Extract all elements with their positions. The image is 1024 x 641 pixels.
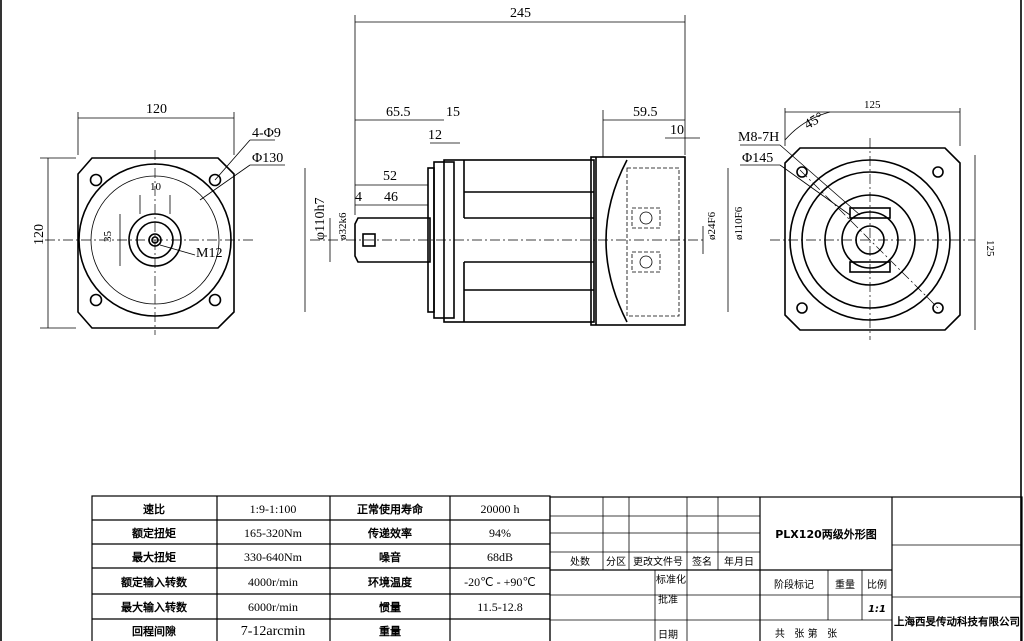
spec-row: 最大输入转数 6000r/min 惯量 11.5-12.8 <box>121 600 523 614</box>
dim-bore-dia: ø24F6 <box>706 211 718 240</box>
spec-value: 4000r/min <box>248 575 298 589</box>
dim-12: 12 <box>428 128 442 143</box>
rev-header-doc: 更改文件号 <box>633 555 683 568</box>
scale-value: 1:1 <box>868 604 886 615</box>
dim-4: 4 <box>355 190 362 205</box>
date-label: 日期 <box>658 629 678 641</box>
dim-10: 10 <box>670 123 684 138</box>
dim-rear-thread: M8-7H <box>738 130 779 145</box>
side-view <box>304 15 729 326</box>
rev-header-sign: 签名 <box>692 555 712 568</box>
spec-table <box>91 495 551 641</box>
dim-width: 120 <box>146 102 167 117</box>
spec-label: 惯量 <box>379 600 401 614</box>
dim-angle: 45° <box>802 110 826 133</box>
dim-shaft-dia: ø32k6 <box>337 212 349 240</box>
spec-value: 165-320Nm <box>244 526 303 540</box>
spec-label: 额定扭矩 <box>132 526 176 540</box>
spec-value: 6000r/min <box>248 600 298 614</box>
spec-label: 正常使用寿命 <box>357 502 424 516</box>
approval-label: 批准 <box>658 593 678 606</box>
rev-header-zone: 分区 <box>606 556 626 568</box>
rear-view <box>740 108 976 340</box>
rev-header-date: 年月日 <box>724 555 754 568</box>
spec-row: 额定输入转数 4000r/min 环境温度 -20℃ - +90℃ <box>121 575 536 589</box>
company-name: 上海西旻传动科技有限公司 <box>894 615 1020 628</box>
dim-rear-pcd: Φ145 <box>742 151 773 166</box>
spec-label: 噪音 <box>379 550 401 564</box>
spec-value: 20000 h <box>481 502 520 516</box>
dim-52: 52 <box>383 169 397 184</box>
spec-value: 11.5-12.8 <box>477 600 523 614</box>
dim-pcd: Φ130 <box>252 151 283 166</box>
spec-row: 回程间隙 7-12arcmin 重量 <box>132 624 401 639</box>
rev-header-count: 处数 <box>570 555 590 568</box>
dim-46: 46 <box>384 190 398 205</box>
scale-label: 比例 <box>867 578 887 591</box>
spec-value: 330-640Nm <box>244 550 303 564</box>
title-block <box>549 496 1023 641</box>
spec-label: 最大扭矩 <box>132 550 176 564</box>
front-view <box>40 112 285 335</box>
spec-row: 速比 1:9-1:100 正常使用寿命 20000 h <box>143 502 520 516</box>
spec-label: 回程间隙 <box>132 624 176 638</box>
spec-value: 7-12arcmin <box>241 624 306 639</box>
spec-value: 1:9-1:100 <box>250 502 297 516</box>
drawing-title: PLX120两级外形图 <box>775 527 877 541</box>
spec-value: 94% <box>489 526 511 540</box>
dim-rear-height: 125 <box>984 240 996 257</box>
spec-label: 速比 <box>143 502 165 516</box>
spec-value: -20℃ - +90℃ <box>464 575 536 589</box>
spec-label: 最大输入转数 <box>121 600 188 614</box>
spec-label: 传递效率 <box>367 526 412 540</box>
dim-shaft: 35 <box>102 231 114 243</box>
spec-row: 最大扭矩 330-640Nm 噪音 68dB <box>132 550 513 564</box>
spec-value: 68dB <box>487 550 513 564</box>
dim-59-5: 59.5 <box>633 105 658 120</box>
weight-label: 重量 <box>835 578 855 591</box>
spec-label: 环境温度 <box>368 575 413 589</box>
dim-thread: M12 <box>196 246 222 261</box>
dim-pilot-dia: ø110F6 <box>733 206 745 240</box>
dim-flange-dia: φ110h7 <box>313 197 328 240</box>
standardization-label: 标准化 <box>656 573 686 586</box>
sheet-count: 共 张 第 张 <box>775 627 837 640</box>
dim-65-5: 65.5 <box>386 105 411 120</box>
dim-overall-length: 245 <box>510 6 531 21</box>
dim-rear-width: 125 <box>864 99 881 111</box>
dim-15: 15 <box>446 105 460 120</box>
dim-key: 10 <box>150 181 162 193</box>
stage-mark-label: 阶段标记 <box>774 578 814 591</box>
spec-row: 额定扭矩 165-320Nm 传递效率 94% <box>132 526 511 540</box>
spec-label: 额定输入转数 <box>121 575 188 589</box>
dim-height: 120 <box>32 224 47 245</box>
spec-label: 重量 <box>379 624 401 638</box>
dim-holes: 4-Φ9 <box>252 126 281 141</box>
